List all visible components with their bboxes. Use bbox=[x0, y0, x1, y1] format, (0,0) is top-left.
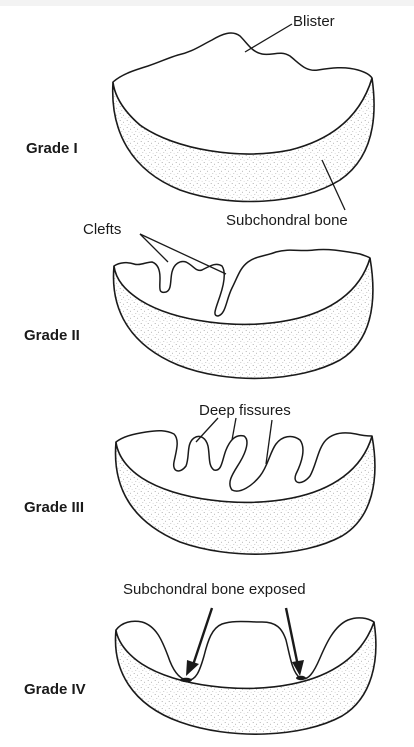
fissure-leader-1 bbox=[196, 418, 218, 442]
grade-1-label: Grade I bbox=[26, 140, 78, 157]
clefts-label: Clefts bbox=[83, 221, 121, 238]
grade-4-illustration bbox=[116, 618, 376, 734]
subchondral-bone-exposed-label: Subchondral bone exposed bbox=[123, 581, 306, 598]
grade-3-illustration bbox=[116, 431, 375, 554]
grade-2-label: Grade II bbox=[24, 327, 80, 344]
grade-3-label: Grade III bbox=[24, 499, 84, 516]
grade-1-illustration bbox=[113, 33, 374, 201]
blister-leader-line bbox=[245, 24, 292, 52]
subchondral-bone-label: Subchondral bone bbox=[226, 212, 348, 229]
grade-2-illustration bbox=[114, 249, 373, 378]
grade-4-label: Grade IV bbox=[24, 681, 86, 698]
clefts-leader-1 bbox=[140, 234, 168, 262]
exposed-spot-right bbox=[296, 676, 306, 680]
blister-label: Blister bbox=[293, 13, 335, 30]
exposed-spot-left bbox=[180, 678, 192, 682]
deep-fissures-label: Deep fissures bbox=[199, 402, 291, 419]
